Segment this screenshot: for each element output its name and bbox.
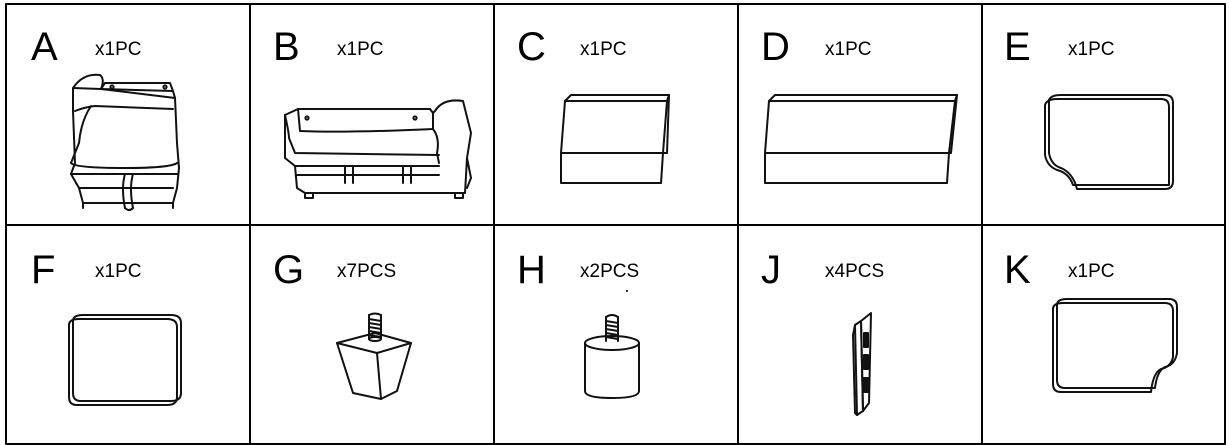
part-qty-k: x1PC <box>1068 261 1114 282</box>
part-letter-d: D <box>761 25 790 69</box>
parts-diagram: A B C D E F G H J K x1PC x1PC x1PC x1PC … <box>5 3 1226 445</box>
part-qty-b: x1PC <box>337 39 383 60</box>
part-letter-c: C <box>517 25 546 69</box>
part-qty-a: x1PC <box>95 39 141 60</box>
parts-grid: A B C D E F G H J K x1PC x1PC x1PC x1PC … <box>5 3 1226 445</box>
connector-bracket-icon <box>852 312 872 416</box>
back-cushion-small-icon <box>560 94 670 184</box>
part-qty-f: x1PC <box>95 261 141 282</box>
part-qty-h: x2PCS <box>580 261 639 282</box>
part-letter-k: K <box>1004 248 1031 292</box>
back-cushion-long-icon <box>764 94 958 184</box>
tapered-leg-with-bolt-icon <box>336 312 412 400</box>
seat-cushion-notched-right-icon <box>1052 298 1178 393</box>
part-letter-b: B <box>273 25 300 69</box>
part-qty-g: x7PCS <box>337 261 396 282</box>
part-letter-g: G <box>273 248 304 292</box>
part-letter-f: F <box>31 248 55 292</box>
sofa-bed-arm-icon <box>284 99 472 199</box>
grid-lines <box>5 3 1226 445</box>
part-qty-e: x1PC <box>1068 39 1114 60</box>
part-qty-d: x1PC <box>825 39 871 60</box>
part-letter-e: E <box>1004 25 1031 69</box>
seat-cushion-notched-left-icon <box>1044 94 1174 190</box>
part-letter-a: A <box>31 25 58 69</box>
part-letter-j: J <box>761 248 781 292</box>
part-letter-h: H <box>517 248 546 292</box>
part-qty-j: x4PCS <box>825 261 884 282</box>
seat-cushion-square-icon <box>68 314 182 406</box>
round-foot-with-bolt-icon <box>584 290 640 399</box>
sofa-chaise-pullout-icon <box>70 73 180 211</box>
part-qty-c: x1PC <box>580 39 626 60</box>
